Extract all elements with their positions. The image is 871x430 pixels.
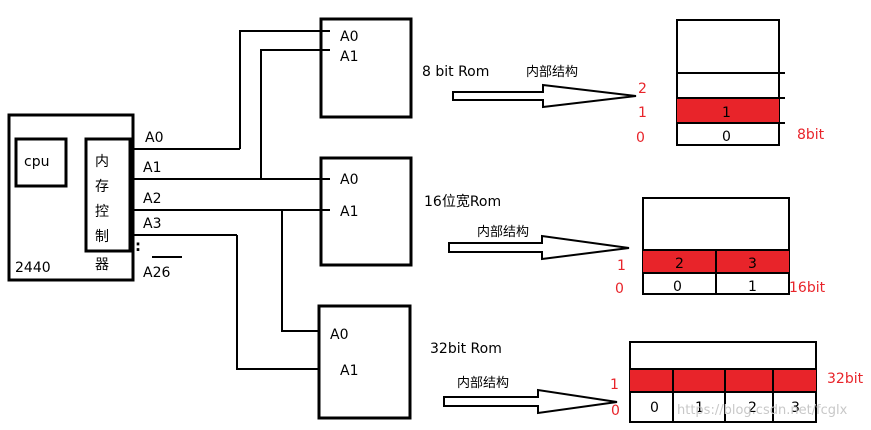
width-label: 16bit [789,280,826,296]
cell-label: 3 [748,256,757,272]
address-bus-labels: A0 A1 A2 A3 : A26 [135,130,170,281]
address-wiring [133,30,330,370]
filled-row [630,369,816,392]
filled-row [677,98,779,123]
rom-title-16bit: 16位宽Rom [424,193,501,210]
row-index: 0 [615,281,624,297]
rom-chip-16bit: A0 A1 [319,156,413,267]
cpu-label: cpu [24,154,49,170]
rom-chip-outline [319,17,413,119]
row-index: 1 [638,105,647,121]
bus-label-a2: A2 [143,191,161,207]
row-index: 0 [611,403,620,419]
arrow-right-icon [448,234,630,261]
soc-outline [7,113,135,282]
wire-a1-to-rom1 [260,49,330,179]
row-index: 1 [610,377,619,393]
controller-char-5: 器 [95,257,109,273]
rom-pin-a1: A1 [340,363,358,379]
cell-label: 0 [722,129,731,145]
rom-pin-a0: A0 [340,172,358,188]
rom-pin-a0: A0 [330,327,348,343]
rom-chip-outline [319,156,413,267]
cell-label: 1 [748,279,757,295]
cell-label: 0 [650,400,659,416]
cpu-box [14,137,68,188]
cell-label: 1 [722,105,731,121]
rom-chip-outline [317,304,412,420]
bus-label-a3: A3 [143,216,161,232]
arrow-label-16bit: 内部结构 [477,224,529,240]
arrow-right-icon [452,83,637,109]
arrow-right-icon [443,388,618,415]
row-index: 1 [617,258,626,274]
structure-16bit: 2 3 0 1 1 0 16bit [615,197,826,297]
controller-char-1: 内 [95,154,109,170]
cell-label: 0 [673,279,682,295]
structure-outline [676,19,780,146]
arrow-label-8bit: 内部结构 [526,64,578,80]
row-index: 0 [636,130,645,146]
cell-label: 3 [791,400,800,416]
chip-label: 2440 [15,260,51,276]
wire-a0-to-rom1 [239,30,330,149]
bus-label-a1: A1 [143,160,161,176]
width-label: 32bit [827,371,864,387]
rom-chip-32bit: A0 A1 [317,304,412,420]
rom-title-8bit: 8 bit Rom [422,64,489,80]
bus-label-a0: A0 [145,130,163,146]
wire-a3-to-rom3 [236,235,319,370]
rom-pin-a1: A1 [340,204,358,220]
controller-char-4: 制 [95,229,109,245]
structure-8bit: 1 0 2 1 0 8bit [636,19,825,146]
bus-ellipsis: : [135,237,141,255]
wire-a2-to-rom3 [281,210,319,332]
cell-label: 2 [748,400,757,416]
cell-label: 2 [675,256,684,272]
rom-pin-a1: A1 [340,49,358,65]
rom-title-32bit: 32bit Rom [430,341,502,357]
structure-32bit: 0 1 2 3 1 0 32bit [610,341,864,423]
cell-label: 1 [695,400,704,416]
rom-chip-8bit: A0 A1 [319,17,413,119]
controller-char-3: 控 [95,204,109,220]
bus-label-a26: A26 [143,265,170,281]
controller-char-2: 存 [95,179,109,195]
row-index: 2 [638,81,647,97]
watermark: https://blog.csdn.net/fcglx [677,403,848,418]
width-label: 8bit [797,127,825,143]
soc-block: cpu 内 存 控 制 器 2440 [7,113,135,282]
memory-controller-box [84,137,132,253]
internal-structure-arrows [443,83,637,415]
rom-pin-a0: A0 [340,29,358,45]
arrow-label-32bit: 内部结构 [457,375,509,391]
